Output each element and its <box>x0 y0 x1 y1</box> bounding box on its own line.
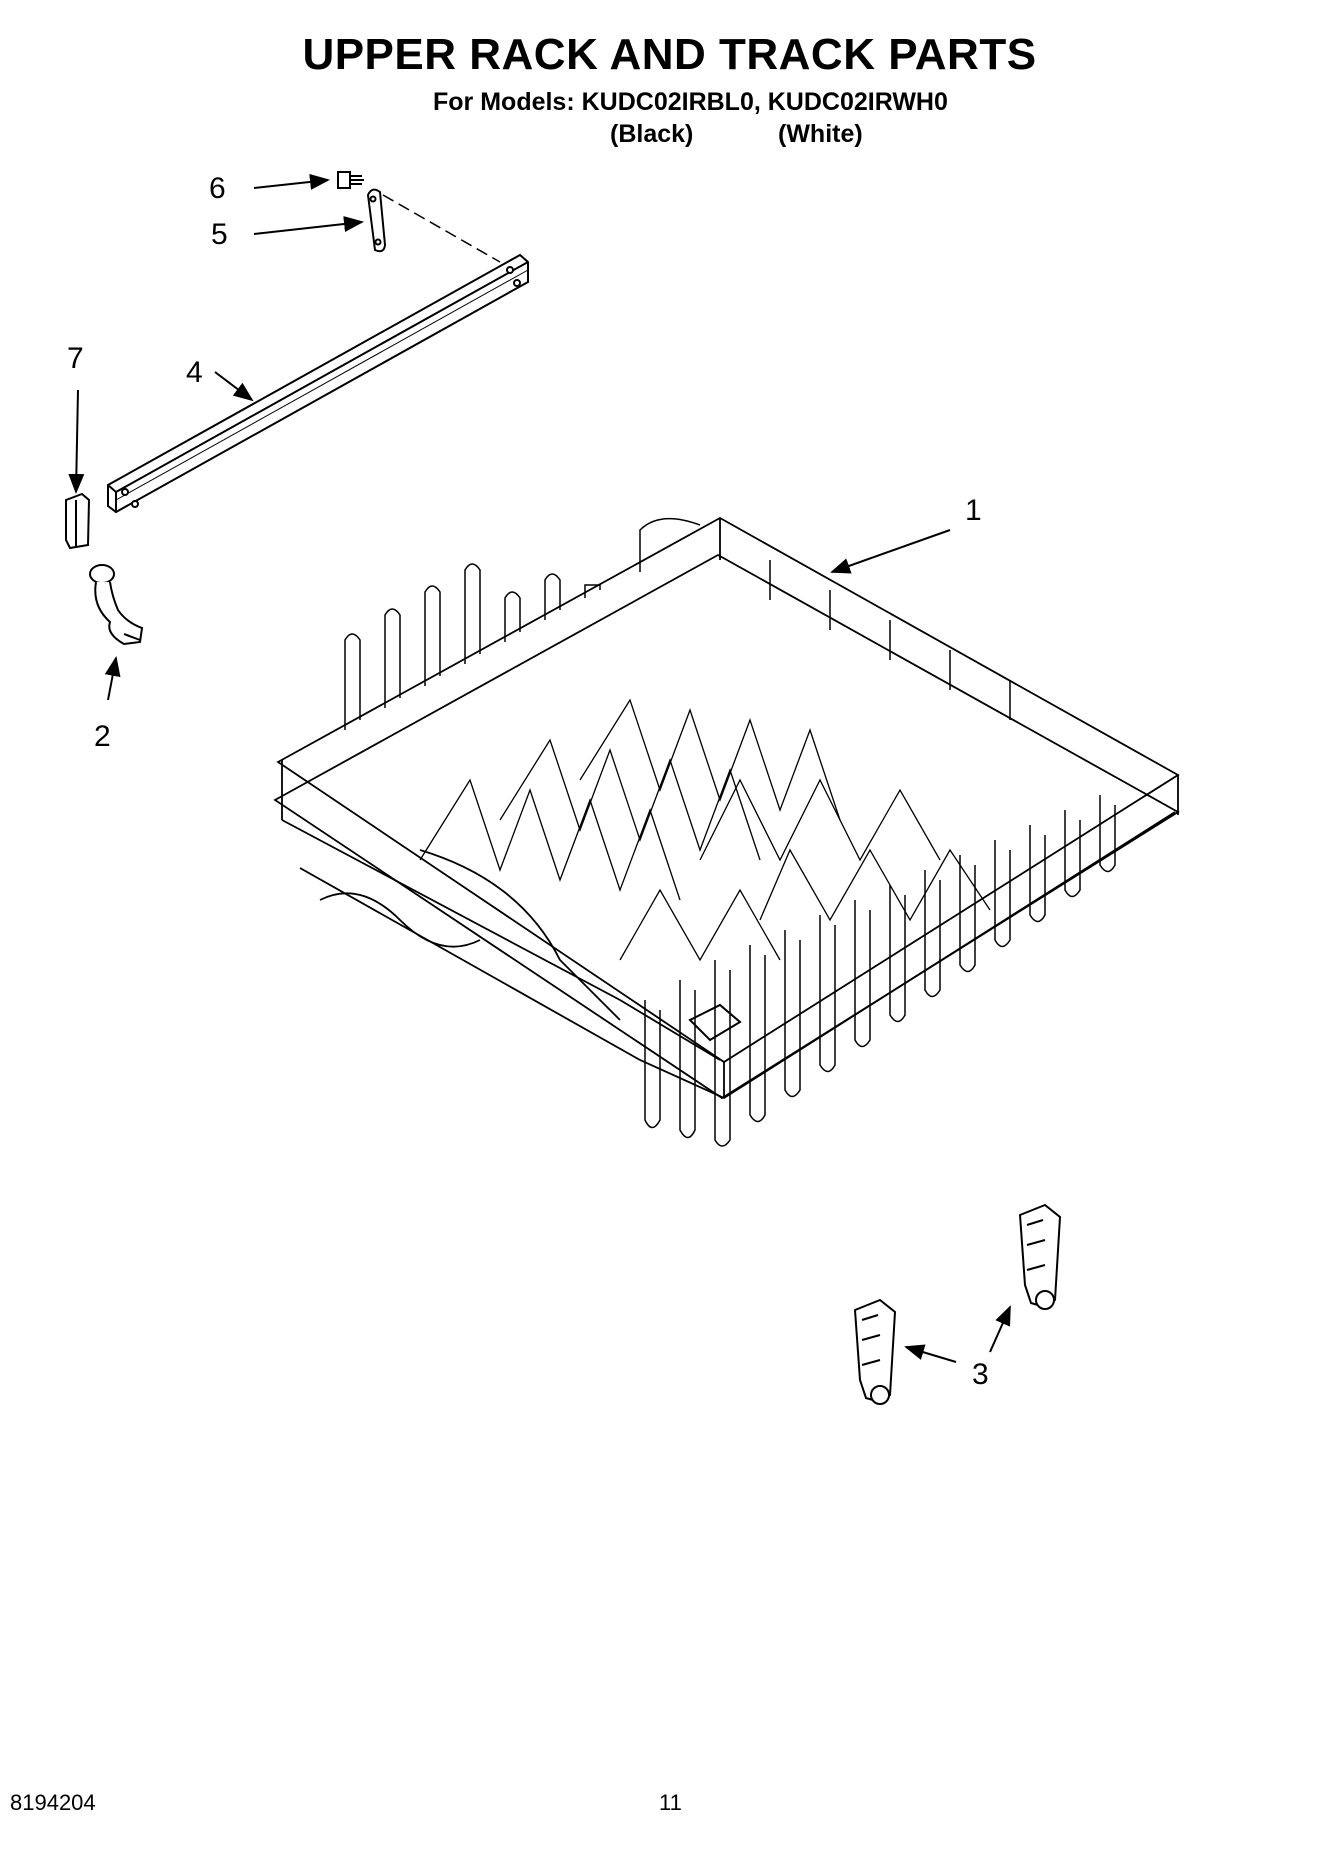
models-line: For Models: KUDC02IRBL0, KUDC02IRWH0 <box>433 88 948 116</box>
track-rail-part <box>107 253 529 514</box>
leader-2 <box>104 656 121 701</box>
screw-part <box>337 171 364 189</box>
end-cap-part <box>65 492 91 550</box>
callout-4: 4 <box>186 356 203 389</box>
leader-1 <box>830 529 951 574</box>
leader-6 <box>253 173 330 190</box>
callout-7: 7 <box>67 342 84 375</box>
callout-2: 2 <box>94 720 111 753</box>
callout-3: 3 <box>972 1358 989 1391</box>
leader-3a <box>904 1344 957 1363</box>
upper-rack-part <box>273 516 1180 1147</box>
variant-white-label: (White) <box>778 120 863 148</box>
callout-1: 1 <box>965 494 982 527</box>
leader-4 <box>214 371 254 402</box>
roller-part-left <box>853 1298 897 1405</box>
page-number: 11 <box>659 1790 682 1815</box>
leader-5 <box>253 216 364 235</box>
clip-part <box>89 564 144 646</box>
callout-5: 5 <box>211 218 228 251</box>
page-title: UPPER RACK AND TRACK PARTS <box>302 30 1037 79</box>
leader-3b <box>989 1305 1011 1353</box>
variant-black-label: (Black) <box>610 120 694 148</box>
roller-part-right <box>1018 1203 1062 1310</box>
document-number: 8194204 <box>10 1790 96 1815</box>
callout-6: 6 <box>209 172 226 205</box>
leader-7 <box>68 389 85 494</box>
bracket-part <box>366 188 387 253</box>
